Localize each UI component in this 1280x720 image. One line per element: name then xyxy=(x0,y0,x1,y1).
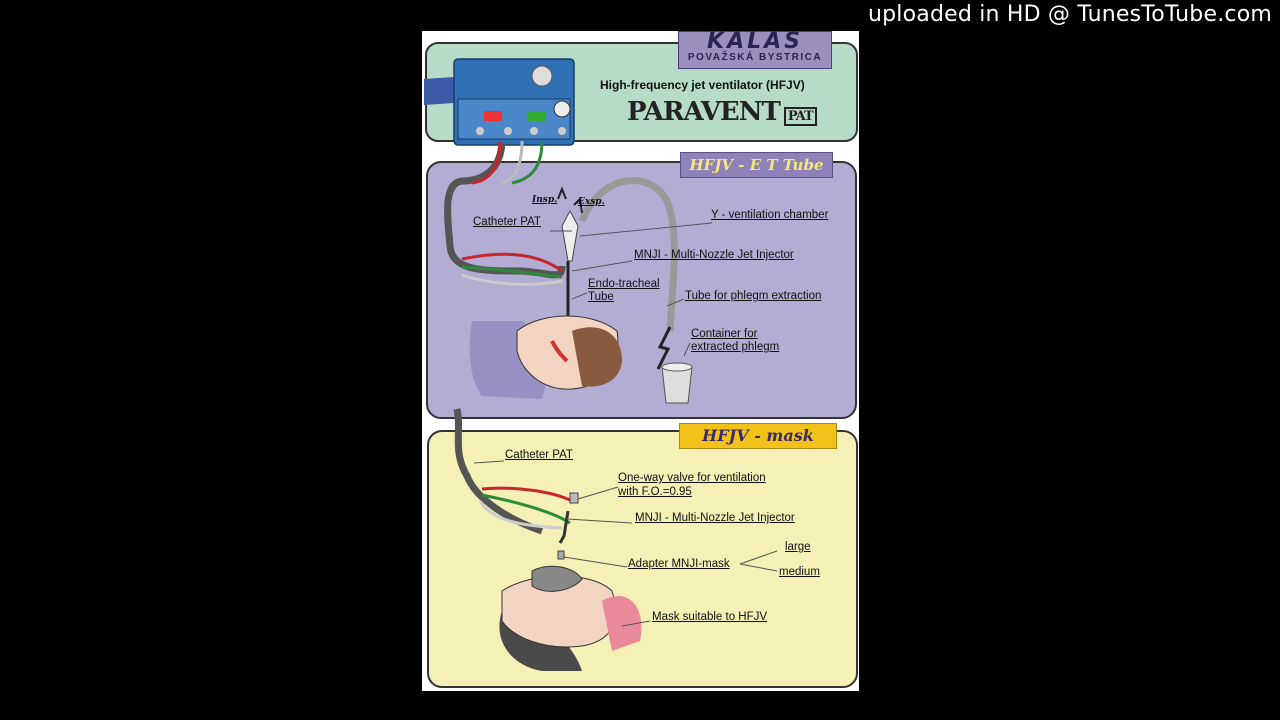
kalas-logo-location: POVAŽSKÁ BYSTRICA xyxy=(687,52,823,63)
watermark-text: uploaded in HD @ TunesToTube.com xyxy=(867,2,1272,27)
y-chamber-label: Y - ventilation chamber xyxy=(711,209,829,221)
ventilator-device xyxy=(424,58,575,146)
insp-label: Insp. xyxy=(532,195,558,205)
diagram-illustration xyxy=(424,42,858,688)
adapter-label: Adapter MNJI-mask xyxy=(628,558,730,570)
large-label: large xyxy=(785,541,811,553)
phlegm-tube-label: Tube for phlegm extraction xyxy=(685,290,822,302)
hfjv-title: High-frequency jet ventilator (HFJV) xyxy=(600,78,805,92)
mask-catheter-label: Catheter PAT xyxy=(505,449,573,461)
paravent-logo-text: PARAVENT xyxy=(627,97,781,127)
kalas-logo: KALAS POVAŽSKÁ BYSTRICA xyxy=(678,31,832,69)
et-catheter-label: Catheter PAT xyxy=(473,216,541,228)
valve-label-line2: with F.O.=0.95 xyxy=(618,486,692,498)
phlegm-container xyxy=(656,326,693,404)
endo-tube-label: Endo-tracheal Tube xyxy=(588,278,660,303)
leader-lines xyxy=(473,222,778,627)
patient-mask-illustration xyxy=(499,565,642,671)
valve-label-line1: One-way valve for ventilation xyxy=(618,472,766,484)
patient-et-illustration xyxy=(469,315,622,399)
mask-suitable-label: Mask suitable to HFJV xyxy=(652,611,768,623)
kalas-logo-text: KALAS xyxy=(707,31,803,54)
container-label: Container for extracted phlegm xyxy=(691,328,780,353)
paravent-pat-text: PAT xyxy=(783,107,817,126)
diagram-poster: KALAS POVAŽSKÁ BYSTRICA High-frequency j… xyxy=(422,31,859,691)
mask-badge: HFJV - mask xyxy=(679,423,837,449)
mask-mnji-label: MNJI - Multi-Nozzle Jet Injector xyxy=(635,512,795,524)
medium-label: medium xyxy=(779,566,820,578)
exsp-label: Exsp. xyxy=(578,197,605,207)
et-mnji-label: MNJI - Multi-Nozzle Jet Injector xyxy=(634,249,794,261)
et-tube-badge: HFJV - E T Tube xyxy=(680,152,833,178)
